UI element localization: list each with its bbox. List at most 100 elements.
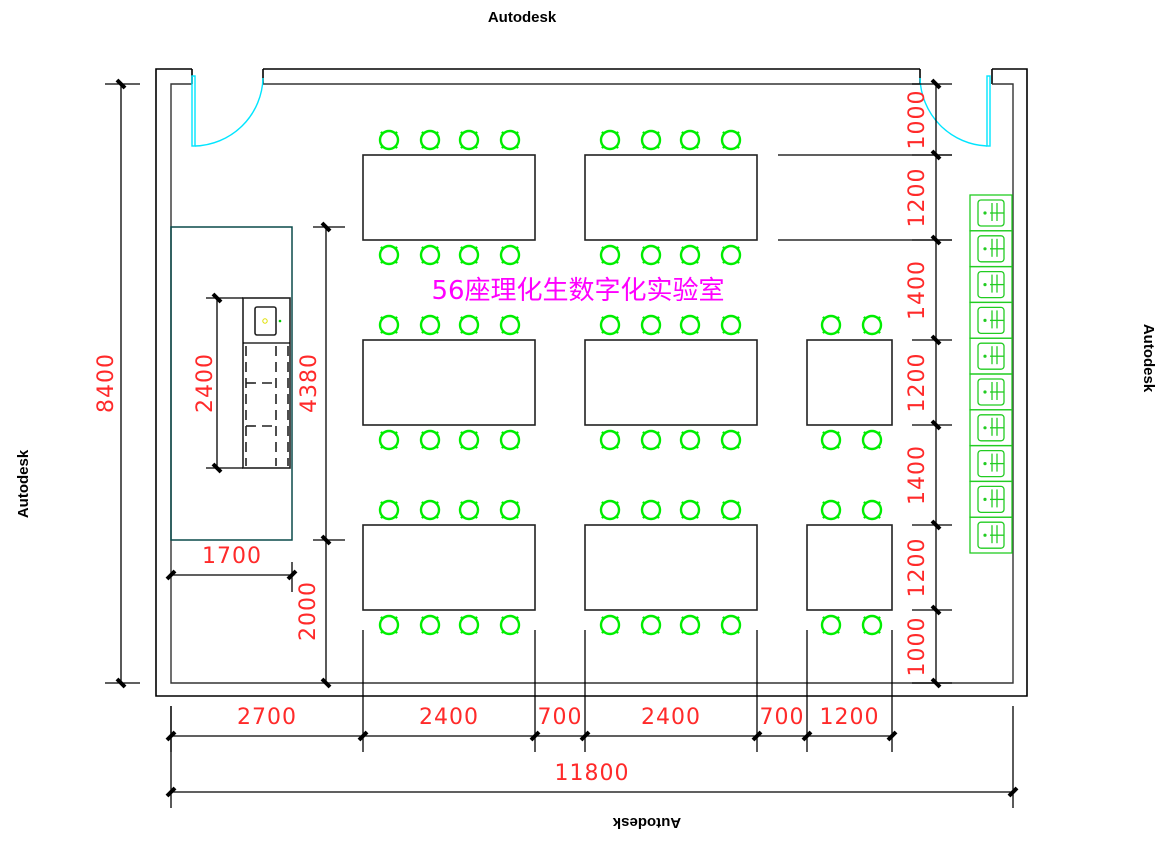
chair-leg [434,259,439,264]
lab-table[interactable] [362,339,536,426]
chair-leg [434,329,439,334]
chair[interactable] [499,129,521,151]
fume-hood-dot [983,354,987,358]
chair-leg [514,629,519,634]
lab-table[interactable] [584,154,758,241]
chair[interactable] [820,429,842,451]
chair-leg [501,501,506,506]
door-left[interactable] [191,75,264,147]
chair[interactable] [378,244,400,266]
door-right[interactable] [919,75,991,147]
chair-leg [434,144,439,149]
chair[interactable] [861,499,883,521]
chair[interactable] [720,314,742,336]
chair[interactable] [419,314,441,336]
chair[interactable] [419,499,441,521]
chair[interactable] [419,129,441,151]
chair[interactable] [820,499,842,521]
chair-seat [419,244,441,266]
chair[interactable] [861,314,883,336]
chair[interactable] [378,129,400,151]
lab-table[interactable] [584,524,758,611]
chair[interactable] [378,614,400,636]
chair[interactable] [599,499,621,521]
chair-seat [640,499,662,521]
chair[interactable] [599,429,621,451]
lab-table[interactable] [362,154,536,241]
lab-table[interactable] [362,524,536,611]
chair-leg [501,259,506,264]
chair[interactable] [679,314,701,336]
chair[interactable] [458,244,480,266]
chair[interactable] [720,129,742,151]
chair[interactable] [599,129,621,151]
chair[interactable] [640,429,662,451]
chair[interactable] [419,614,441,636]
chair-leg [655,329,660,334]
chair[interactable] [499,429,521,451]
chair[interactable] [720,499,742,521]
chair-seat [679,499,701,521]
chair-leg [655,444,660,449]
fume-hood[interactable] [969,301,1013,339]
fume-hood[interactable] [969,265,1013,304]
lab-table[interactable] [584,339,758,426]
chair[interactable] [640,314,662,336]
chair-leg [460,144,465,149]
chair-leg [681,514,686,519]
chair-leg [473,259,478,264]
fume-hood[interactable] [969,230,1013,268]
chair-leg [514,329,519,334]
fume-hood[interactable] [969,194,1013,232]
chair[interactable] [679,429,701,451]
chair[interactable] [640,129,662,151]
chair[interactable] [458,429,480,451]
chair[interactable] [419,244,441,266]
chair-seat [679,244,701,266]
chair[interactable] [679,499,701,521]
chair[interactable] [720,614,742,636]
chair[interactable] [679,244,701,266]
fume-hood[interactable] [969,337,1013,375]
chair[interactable] [599,314,621,336]
chair[interactable] [599,614,621,636]
chair[interactable] [378,314,400,336]
chair[interactable] [499,499,521,521]
chair-leg [735,259,740,264]
chair-leg [393,144,398,149]
chair[interactable] [640,614,662,636]
chair[interactable] [499,244,521,266]
fume-hood[interactable] [969,516,1013,554]
chair[interactable] [419,429,441,451]
small-lab-table[interactable] [806,524,893,611]
chair[interactable] [378,429,400,451]
chair[interactable] [679,129,701,151]
chair[interactable] [458,314,480,336]
chair[interactable] [861,614,883,636]
fume-hood[interactable] [969,373,1013,411]
fume-hood[interactable] [969,480,1013,518]
fume-hood[interactable] [969,409,1013,447]
chair[interactable] [640,244,662,266]
chair-leg [681,144,686,149]
chair[interactable] [499,614,521,636]
chair[interactable] [720,429,742,451]
chair[interactable] [458,614,480,636]
chair[interactable] [378,499,400,521]
fume-hood[interactable] [969,444,1013,483]
chair[interactable] [499,314,521,336]
chair-leg [601,444,606,449]
chair[interactable] [820,314,842,336]
chair[interactable] [720,244,742,266]
dim-tick [930,677,942,689]
chair[interactable] [820,614,842,636]
chair[interactable] [640,499,662,521]
chair[interactable] [458,129,480,151]
chair-leg [694,246,699,251]
chair[interactable] [679,614,701,636]
chair[interactable] [458,499,480,521]
small-lab-table[interactable] [806,339,893,426]
chair[interactable] [599,244,621,266]
room-walls [155,68,1028,697]
chair[interactable] [861,429,883,451]
